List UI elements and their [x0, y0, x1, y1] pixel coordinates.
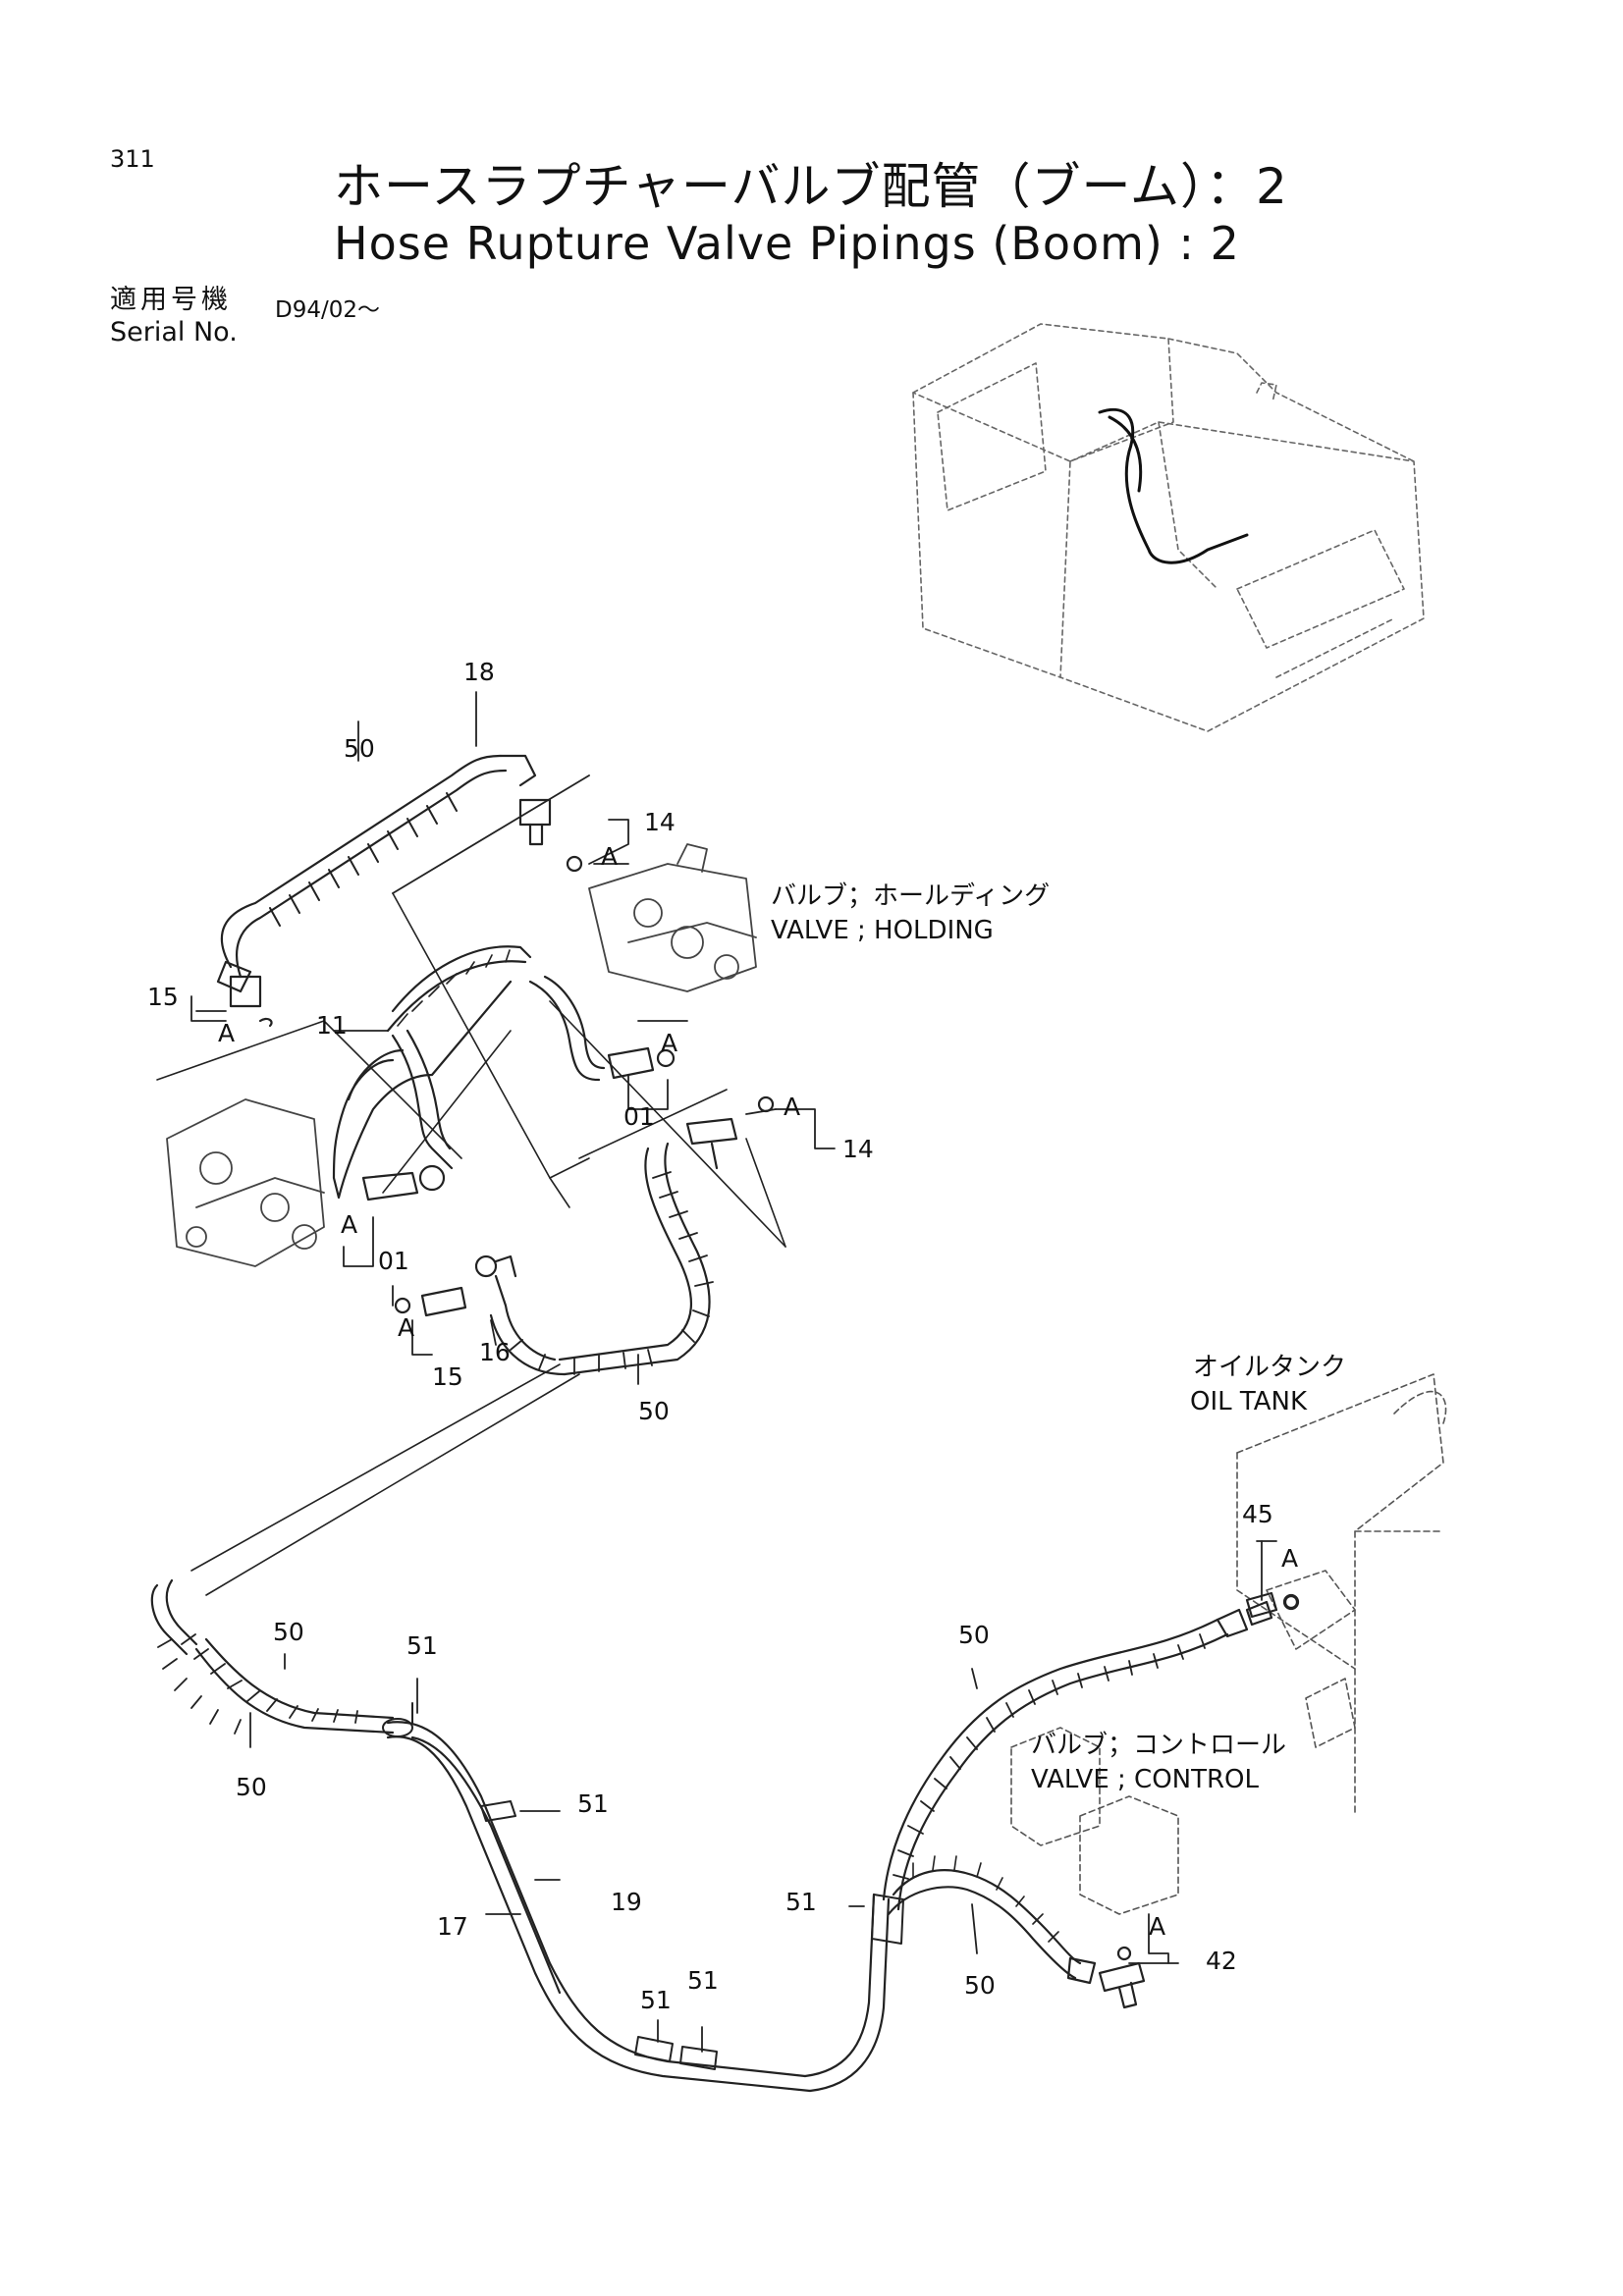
hose-right-mid — [528, 975, 676, 1082]
part-number: 01 — [623, 1102, 655, 1131]
hose-50-center-wrap — [510, 1171, 714, 1375]
part-number: A — [784, 1093, 801, 1121]
excavator-overview — [912, 323, 1425, 732]
hose-lower-left — [150, 1578, 891, 2093]
label-oil-tank-jp: オイルタンク — [1193, 1353, 1347, 1382]
part-number: 50 — [236, 1773, 267, 1801]
part-number: 50 — [638, 1397, 670, 1425]
leader-lines-upper — [190, 691, 836, 1385]
part-number: A — [1149, 1912, 1166, 1941]
page-number: 311 — [110, 145, 155, 173]
part-number: 50 — [958, 1621, 990, 1649]
label-control-valve-jp: バルブ；コントロール — [1031, 1731, 1287, 1760]
part-number: A — [218, 1019, 236, 1047]
part-number: A — [601, 842, 619, 871]
hose-50-control-wrap — [912, 1855, 1059, 1943]
serial-label-jp: 適用号機 — [110, 285, 232, 315]
label-control-valve-en: VALVE ; CONTROL — [1031, 1765, 1260, 1794]
part-number: 45 — [1242, 1500, 1273, 1528]
part-number: 15 — [147, 983, 179, 1011]
tee-42 — [1098, 1946, 1146, 2009]
hose-50-top — [216, 754, 537, 993]
hose-50-lower-left-wrap — [157, 1633, 358, 1735]
assembly-guide-lines — [156, 892, 786, 1596]
part-number: 51 — [640, 1986, 672, 2014]
hose-left-lower — [361, 1029, 454, 1201]
overview-hose — [1098, 407, 1249, 564]
clamp-51s — [382, 1702, 904, 2070]
oil-tank-outline — [1010, 1373, 1447, 1915]
label-holding-valve-jp: バルブ；ホールディング — [771, 881, 1051, 911]
part-number: 50 — [273, 1618, 304, 1646]
hose-50-center — [489, 1095, 775, 1376]
part-number: 01 — [378, 1247, 409, 1275]
part-number: 14 — [842, 1135, 874, 1163]
leader-lines-lower — [249, 1540, 1277, 2053]
part-number: 51 — [577, 1789, 609, 1818]
part-number: A — [398, 1313, 415, 1342]
part-number: 17 — [437, 1912, 468, 1941]
part-number: 50 — [964, 1971, 996, 2000]
part-number: 50 — [344, 734, 375, 763]
hose-50-top-wrap — [269, 792, 458, 927]
holding-valve-right — [588, 843, 757, 992]
part-number: 51 — [406, 1631, 438, 1660]
part-number: 19 — [611, 1888, 642, 1916]
tee-15-left — [229, 975, 273, 1028]
page-title-jp: ホースラプチャーバルブ配管（ブーム）：2 — [334, 158, 1288, 215]
part-number: 15 — [432, 1362, 463, 1391]
serial-label-en: Serial No. — [110, 317, 238, 347]
part-number: A — [661, 1029, 678, 1057]
hose-50-right-wrap — [893, 1633, 1206, 1880]
part-number: 11 — [316, 1011, 348, 1040]
part-number: 51 — [687, 1966, 719, 1995]
hose-11-wrap — [397, 949, 511, 1027]
hose-11 — [332, 945, 532, 1200]
part-number: A — [341, 1210, 358, 1239]
part-number: 14 — [644, 808, 676, 836]
label-holding-valve-en: VALVE ; HOLDING — [771, 916, 994, 945]
label-oil-tank-en: OIL TANK — [1190, 1387, 1308, 1416]
part-number: 42 — [1206, 1947, 1237, 1975]
holding-valve-left — [166, 1098, 325, 1267]
part-number: 51 — [785, 1888, 817, 1916]
part-number: 16 — [479, 1338, 511, 1366]
fittings-bottom — [394, 1255, 517, 1317]
part-number: A — [1281, 1544, 1299, 1573]
page-title-en: Hose Rupture Valve Pipings (Boom) : 2 — [334, 217, 1240, 270]
hose-50-control — [887, 1869, 1097, 1985]
serial-value: D94/02～ — [275, 297, 380, 323]
fitting-45 — [1245, 1591, 1299, 1619]
part-number: 18 — [463, 658, 495, 686]
